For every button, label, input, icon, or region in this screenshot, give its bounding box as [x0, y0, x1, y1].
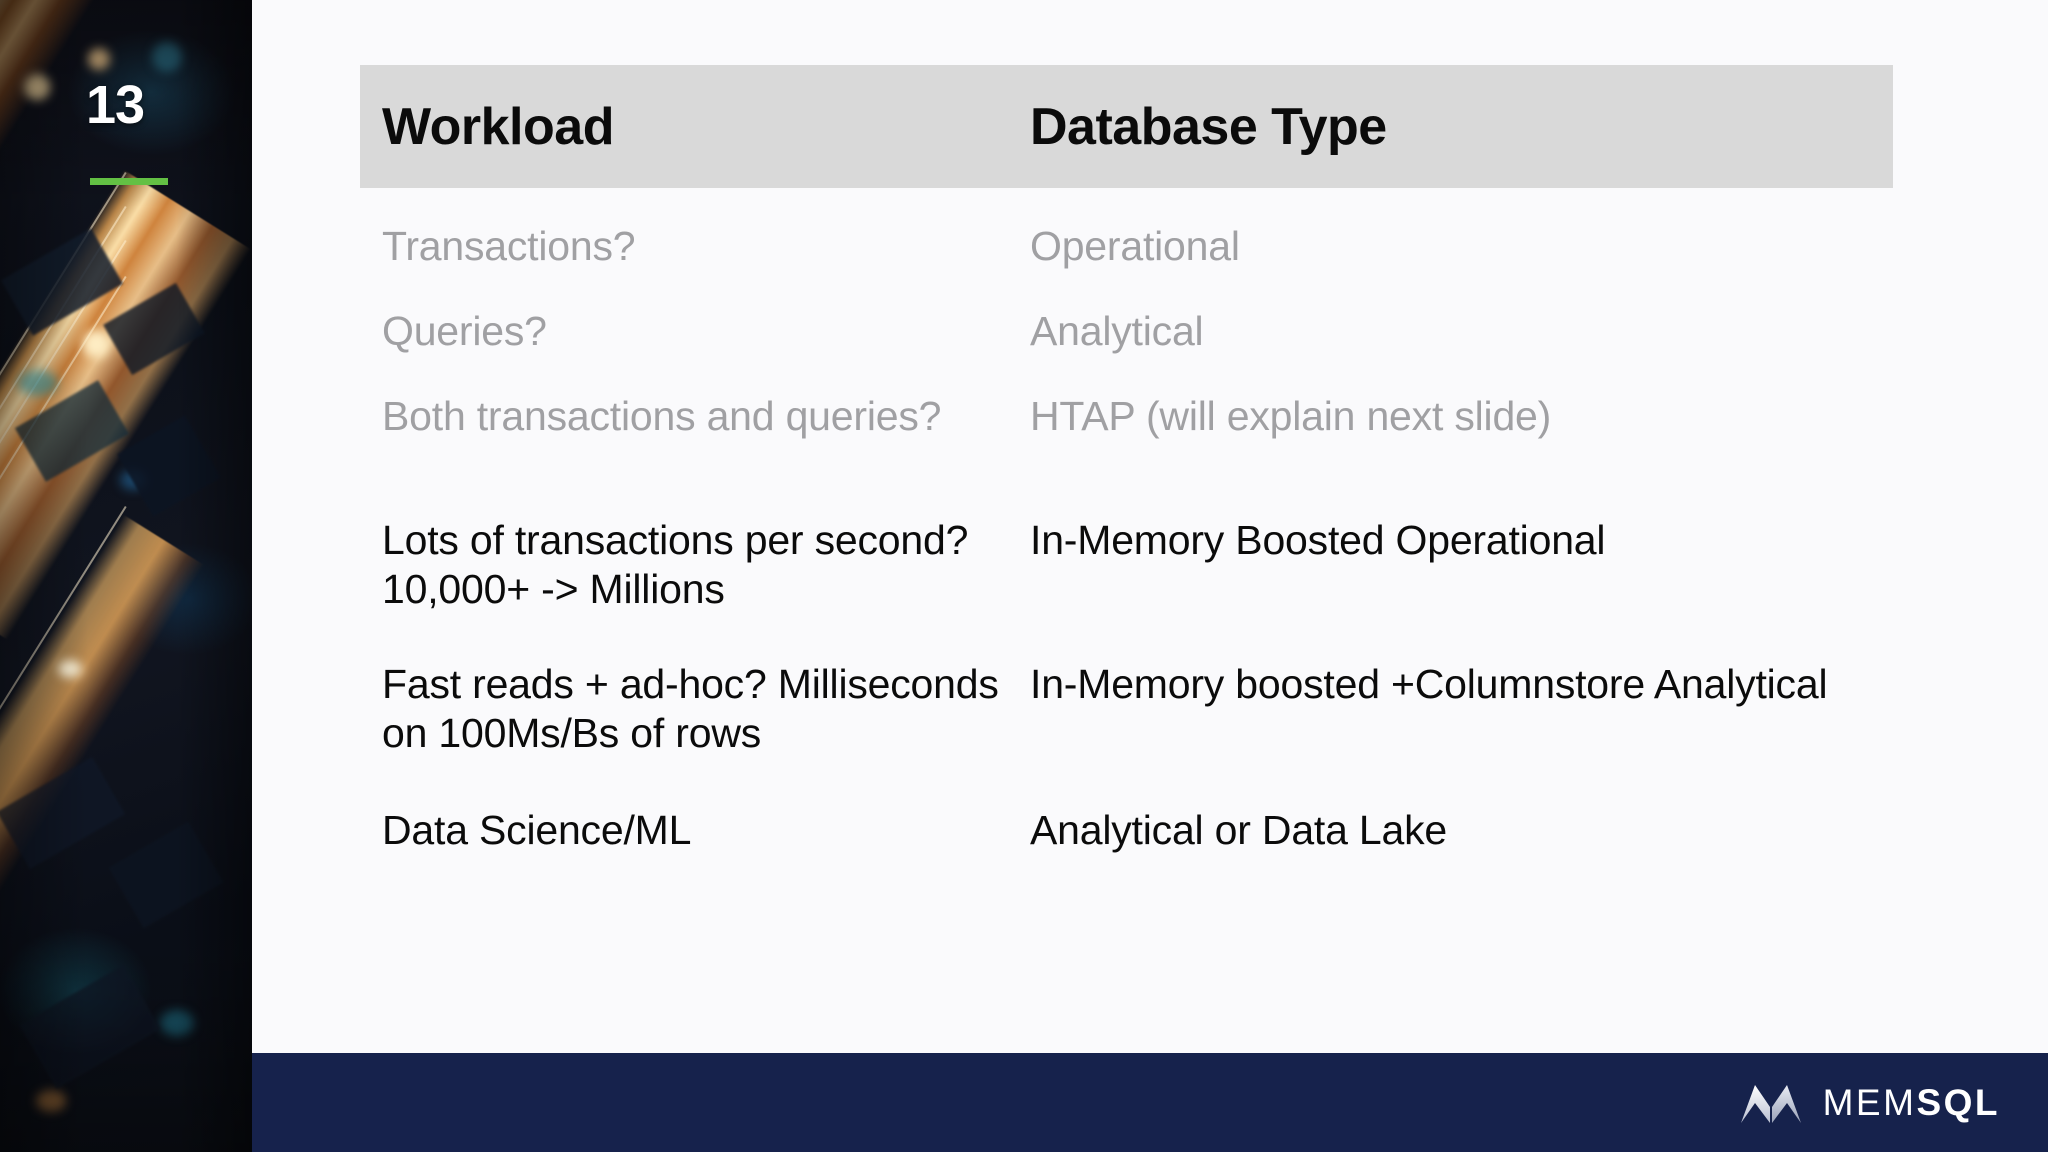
photo-light-glow — [24, 74, 50, 100]
table-header-row: Workload Database Type — [360, 65, 1893, 188]
slide-number: 13 — [86, 75, 145, 135]
cell-database-type: Analytical — [1030, 308, 1204, 355]
photo-light-glow — [18, 370, 58, 396]
column-header-workload: Workload — [382, 97, 614, 156]
column-header-database-type: Database Type — [1030, 97, 1387, 156]
comparison-table: Workload Database Type Transactions? Ope… — [360, 65, 1893, 856]
photo-light-glow — [152, 42, 182, 72]
memsql-chevron-icon — [1740, 1084, 1801, 1123]
slide-footer: MEMSQL — [252, 1053, 2048, 1152]
table-row: Fast reads + ad-hoc? Milliseconds on 100… — [360, 660, 1893, 758]
memsql-wordmark-light: MEM — [1822, 1082, 1917, 1123]
cell-workload: Transactions? — [382, 223, 636, 269]
cell-database-type: Operational — [1030, 223, 1240, 269]
cell-workload: Lots of transactions per second? 10,000+… — [382, 516, 969, 612]
photo-light-glow — [160, 1010, 194, 1036]
slide-side-photo: 13 — [0, 0, 252, 1152]
photo-light-glow — [88, 48, 110, 70]
photo-light-glow — [58, 660, 82, 678]
cell-workload: Queries? — [382, 308, 547, 355]
memsql-logo: MEMSQL — [1739, 1081, 2000, 1125]
table-row: Both transactions and queries? HTAP (wil… — [360, 392, 1893, 441]
slide-number-underline — [90, 178, 168, 185]
cell-database-type: In-Memory Boosted Operational — [1030, 516, 1606, 563]
table-row: Lots of transactions per second? 10,000+… — [360, 516, 1893, 614]
cell-database-type: HTAP (will explain next slide) — [1030, 393, 1552, 440]
photo-light-glow — [82, 330, 110, 358]
cell-workload: Fast reads + ad-hoc? Milliseconds on 100… — [382, 660, 999, 757]
cell-workload: Data Science/ML — [382, 807, 692, 854]
photo-light-glow — [36, 1090, 66, 1112]
cell-database-type: In-Memory boosted +Columnstore Analytica… — [1030, 660, 1828, 707]
table-row: Queries? Analytical — [360, 307, 1893, 356]
table-row: Data Science/ML Analytical or Data Lake — [360, 806, 1893, 855]
table-row: Transactions? Operational — [360, 222, 1893, 271]
memsql-wordmark: MEMSQL — [1823, 1084, 2000, 1121]
photo-vignette — [0, 0, 252, 1152]
cell-workload: Both transactions and queries? — [382, 393, 942, 440]
cell-database-type: Analytical or Data Lake — [1030, 807, 1448, 854]
slide-content: Workload Database Type Transactions? Ope… — [252, 0, 2048, 1053]
memsql-wordmark-bold: SQL — [1916, 1082, 2000, 1123]
